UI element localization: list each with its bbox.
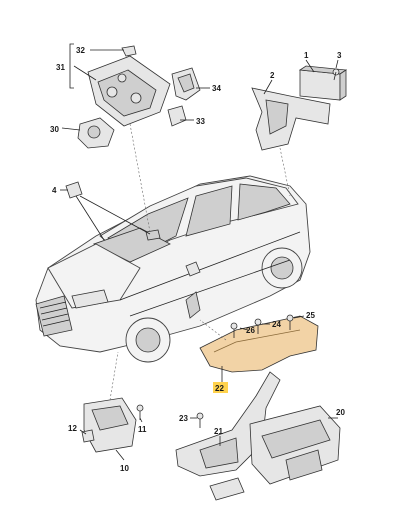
control-unit-20 — [249, 405, 341, 485]
callout-32: 32 — [76, 46, 85, 55]
callout-10: 10 — [120, 464, 129, 473]
callout-2: 2 — [270, 71, 275, 80]
callout-33: 33 — [196, 117, 205, 126]
callout-4: 4 — [52, 186, 57, 195]
callout-25: 25 — [306, 311, 315, 320]
callout-12: 12 — [68, 424, 77, 433]
callout-22: 22 — [215, 384, 224, 393]
callout-30: 30 — [50, 125, 59, 134]
callout-26: 26 — [246, 326, 255, 335]
clip-12 — [81, 429, 95, 443]
screws-24-25-26 — [230, 314, 294, 338]
camera-30 — [77, 117, 115, 149]
cover-33 — [167, 105, 187, 127]
screw-23 — [196, 412, 204, 428]
callout-31: 31 — [56, 63, 65, 72]
clip-32 — [121, 45, 137, 57]
control-unit-10 — [83, 397, 137, 453]
screw-3 — [332, 68, 340, 81]
mounting-plate-22 — [199, 315, 319, 373]
bracket-2 — [251, 87, 331, 151]
callout-1: 1 — [304, 51, 309, 60]
callout-20: 20 — [336, 408, 345, 417]
screw-11 — [136, 404, 144, 420]
bracket-assembly-31 — [87, 55, 171, 127]
callout-labels: 32 31 34 33 30 1 3 2 4 22 26 24 25 20 21… — [50, 46, 345, 473]
callout-21: 21 — [214, 427, 223, 436]
callout-23: 23 — [179, 414, 188, 423]
callout-24: 24 — [272, 320, 281, 329]
callout-3: 3 — [337, 51, 342, 60]
callout-34: 34 — [212, 84, 221, 93]
vehicle-outline — [35, 175, 311, 363]
cover-34 — [171, 67, 201, 101]
highlight-label-bg — [213, 382, 228, 393]
rain-sensor-4 — [65, 181, 83, 199]
callout-11: 11 — [138, 425, 147, 434]
leader-lines — [60, 43, 339, 461]
